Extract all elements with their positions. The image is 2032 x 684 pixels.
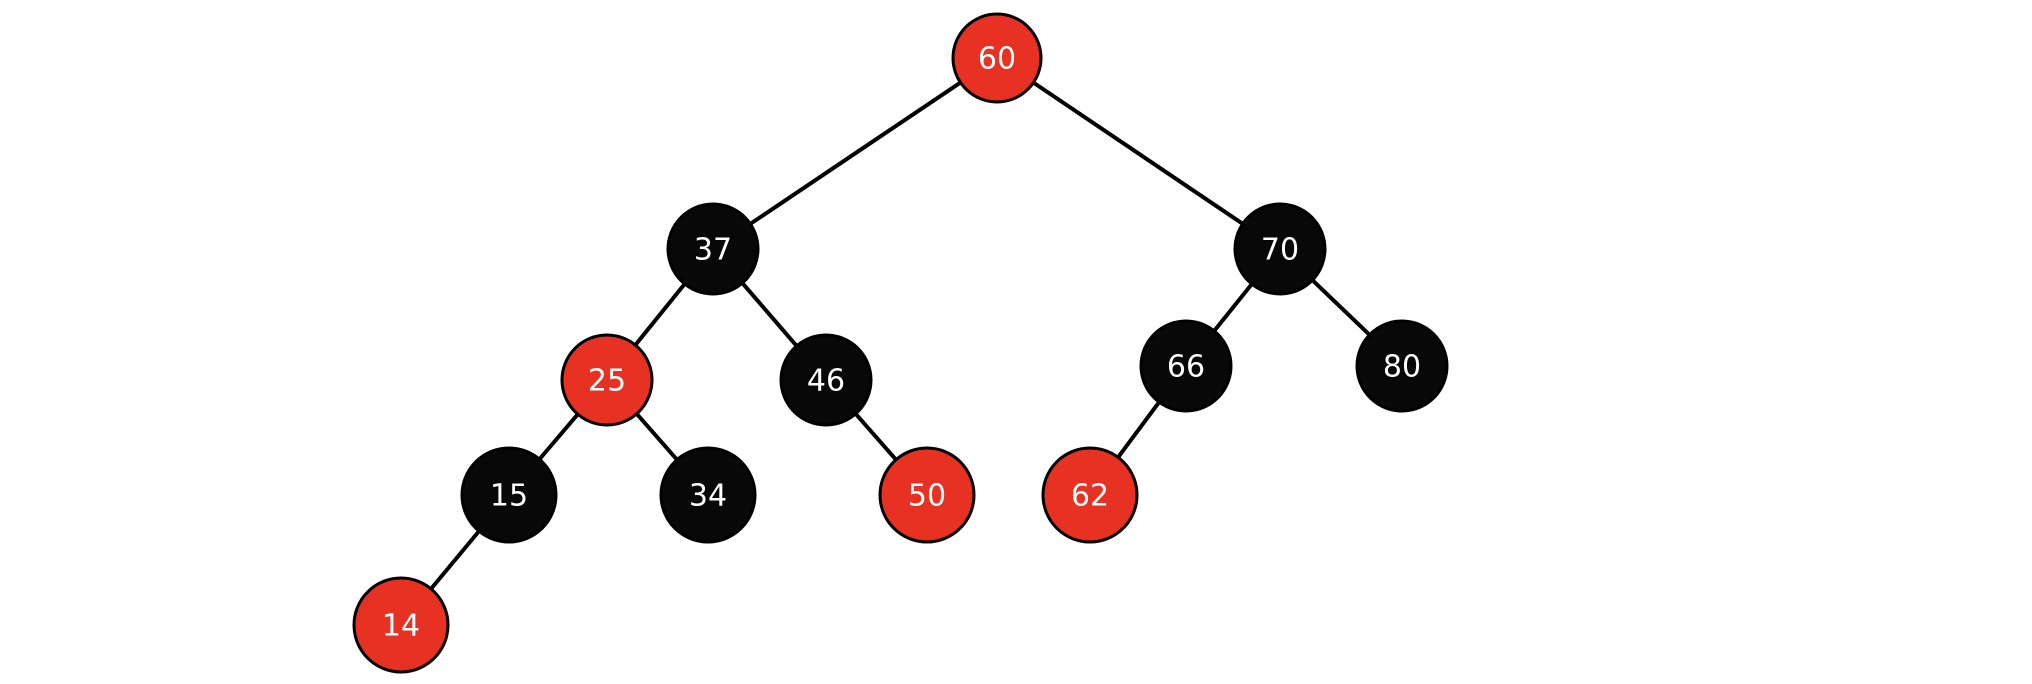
tree-node-circle-62[interactable] — [1041, 446, 1139, 544]
tree-node-66[interactable]: 66 — [1139, 319, 1233, 413]
tree-node-circle-70[interactable] — [1233, 202, 1327, 296]
tree-edge-37-46 — [739, 279, 800, 350]
tree-node-circle-25[interactable] — [560, 333, 654, 427]
tree-node-50[interactable]: 50 — [878, 446, 976, 544]
tree-edge-70-80 — [1309, 276, 1373, 339]
tree-edge-60-37 — [746, 79, 965, 228]
tree-node-62[interactable]: 62 — [1041, 446, 1139, 544]
tree-node-70[interactable]: 70 — [1233, 202, 1327, 296]
tree-node-80[interactable]: 80 — [1355, 319, 1449, 413]
tree-node-circle-60[interactable] — [951, 12, 1043, 104]
tree-node-25[interactable]: 25 — [560, 333, 654, 427]
tree-node-circle-34[interactable] — [659, 446, 757, 544]
tree-node-circle-15[interactable] — [460, 446, 558, 544]
tree-edge-37-25 — [632, 280, 688, 349]
tree-node-circle-14[interactable] — [352, 576, 450, 674]
tree-edge-66-62 — [1114, 398, 1163, 461]
tree-edge-46-50 — [852, 410, 900, 464]
tree-node-14[interactable]: 14 — [352, 576, 450, 674]
tree-edge-70-66 — [1210, 280, 1256, 335]
tree-node-34[interactable]: 34 — [659, 446, 757, 544]
tree-edges-layer — [427, 79, 1373, 593]
tree-nodes-layer: 60 37 70 25 46 66 80 15 34 50 62 14 — [352, 12, 1449, 674]
tree-edge-15-14 — [427, 527, 483, 593]
tree-node-circle-37[interactable] — [666, 202, 760, 296]
tree-edge-60-70 — [1029, 79, 1247, 227]
tree-node-60[interactable]: 60 — [951, 12, 1043, 104]
tree-node-15[interactable]: 15 — [460, 446, 558, 544]
tree-node-37[interactable]: 37 — [666, 202, 760, 296]
tree-edge-25-15 — [536, 410, 582, 463]
tree-edge-25-34 — [633, 410, 681, 464]
tree-node-circle-66[interactable] — [1139, 319, 1233, 413]
tree-node-circle-46[interactable] — [779, 333, 873, 427]
tree-node-circle-50[interactable] — [878, 446, 976, 544]
tree-node-circle-80[interactable] — [1355, 319, 1449, 413]
tree-node-46[interactable]: 46 — [779, 333, 873, 427]
